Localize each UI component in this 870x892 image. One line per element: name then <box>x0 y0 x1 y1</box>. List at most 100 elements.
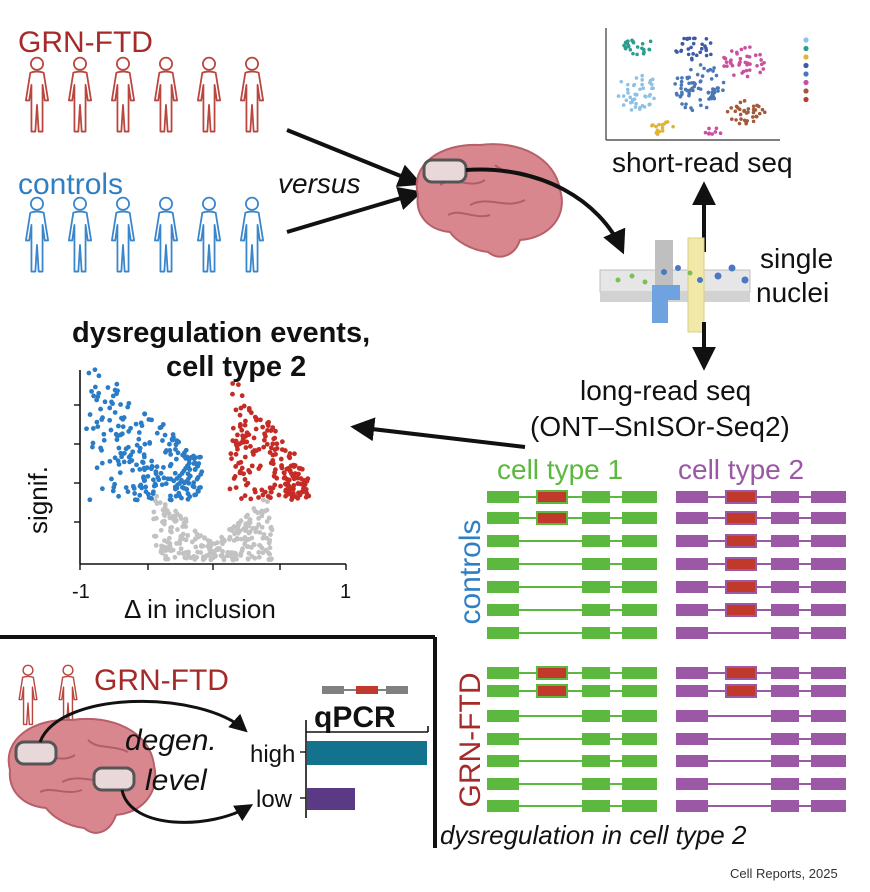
volcano-point <box>168 452 174 457</box>
volcano-point <box>297 492 303 498</box>
tsne-point <box>745 54 749 59</box>
volcano-point <box>241 403 247 409</box>
tsne-point <box>739 47 744 52</box>
volcano-point <box>243 521 249 527</box>
volcano-point <box>235 520 241 526</box>
volcano-point <box>179 495 184 501</box>
volcano-point <box>158 424 164 430</box>
volcano-point <box>262 489 268 495</box>
qpcr-bar-high <box>307 741 427 765</box>
volcano-point <box>125 404 131 410</box>
tsne-point <box>640 42 645 46</box>
volcano-point <box>161 475 167 481</box>
tsne-point <box>706 68 710 73</box>
volcano-point <box>125 489 131 495</box>
volcano-point <box>154 464 160 470</box>
volcano-point <box>121 450 127 456</box>
volcano-point <box>268 495 273 501</box>
isoform-track <box>676 710 846 722</box>
volcano-point <box>274 441 280 447</box>
tsne-point <box>730 63 735 68</box>
volcano-point <box>181 480 187 486</box>
volcano-point <box>128 452 134 458</box>
volcano-point <box>168 493 173 499</box>
volcano-point <box>235 432 240 438</box>
volcano-point <box>174 440 180 445</box>
isoform-track <box>676 778 846 790</box>
person-icon <box>110 196 136 273</box>
brain-icon <box>415 143 563 258</box>
volcano-point <box>246 530 252 536</box>
tsne-point <box>739 117 743 121</box>
tsne-point <box>737 107 742 112</box>
volcano-point <box>249 535 255 541</box>
tsne-point <box>644 94 648 99</box>
tsne-point <box>699 46 704 51</box>
volcano-point <box>133 421 139 427</box>
tsne-point <box>702 66 706 71</box>
volcano-point <box>161 465 166 470</box>
volcano-point <box>247 443 253 449</box>
tsne-point <box>686 52 691 57</box>
tsne-point <box>628 95 632 100</box>
volcano-point <box>145 473 151 479</box>
volcano-point <box>141 474 146 480</box>
tsne-point <box>709 52 713 57</box>
tsne-point <box>722 64 726 68</box>
volcano-point <box>234 535 240 541</box>
volcano-point <box>196 488 201 494</box>
volcano-point <box>157 500 163 506</box>
tsne-point <box>689 106 693 110</box>
volcano-point <box>278 483 283 489</box>
isoform-track <box>676 603 846 617</box>
tsne-point <box>683 105 688 110</box>
tsne-point <box>634 76 639 80</box>
volcano-point <box>230 557 236 563</box>
tsne-point <box>654 124 658 129</box>
volcano-point <box>202 535 207 541</box>
tsne-point <box>745 74 750 79</box>
tsne-point <box>657 129 662 134</box>
volcano-point <box>195 549 201 555</box>
tsne-point <box>714 126 719 131</box>
volcano-point <box>278 456 284 462</box>
tsne-point <box>707 132 711 136</box>
tsne-point <box>652 96 656 101</box>
tsne-point <box>733 109 738 114</box>
tsne-point <box>725 64 729 68</box>
isoform-track <box>676 800 846 812</box>
volcano-point <box>126 400 132 406</box>
volcano-y-axis-label: signif. <box>23 466 53 534</box>
versus-label: versus <box>278 168 360 199</box>
volcano-point <box>264 441 270 447</box>
tsne-legend-swatch <box>803 79 809 86</box>
person-icon <box>196 56 222 133</box>
volcano-point <box>137 492 143 498</box>
volcano-point <box>253 426 259 432</box>
volcano-point <box>112 455 118 461</box>
volcano-point <box>228 451 234 457</box>
volcano-point <box>199 469 205 475</box>
tsne-point <box>687 36 692 41</box>
volcano-point <box>183 524 189 530</box>
volcano-point <box>200 557 206 563</box>
tsne-point <box>673 82 677 86</box>
volcano-point <box>197 485 202 491</box>
volcano-point <box>240 436 246 442</box>
volcano-point <box>98 406 103 412</box>
tsne-point <box>671 124 675 129</box>
volcano-point <box>178 516 184 521</box>
arrow-brain-to-nuclei <box>465 167 626 255</box>
qpcr-axis <box>300 720 429 818</box>
isoform-track <box>487 511 657 525</box>
volcano-point <box>191 461 197 466</box>
tsne-point <box>713 130 718 134</box>
volcano-point <box>165 476 171 482</box>
volcano-point <box>236 460 242 466</box>
volcano-point <box>174 541 179 546</box>
tsne-point <box>711 69 715 73</box>
case-cohort-label: GRN-FTD <box>18 26 153 59</box>
arrow-case-to-brain <box>286 128 423 187</box>
tsne-point <box>686 47 691 51</box>
